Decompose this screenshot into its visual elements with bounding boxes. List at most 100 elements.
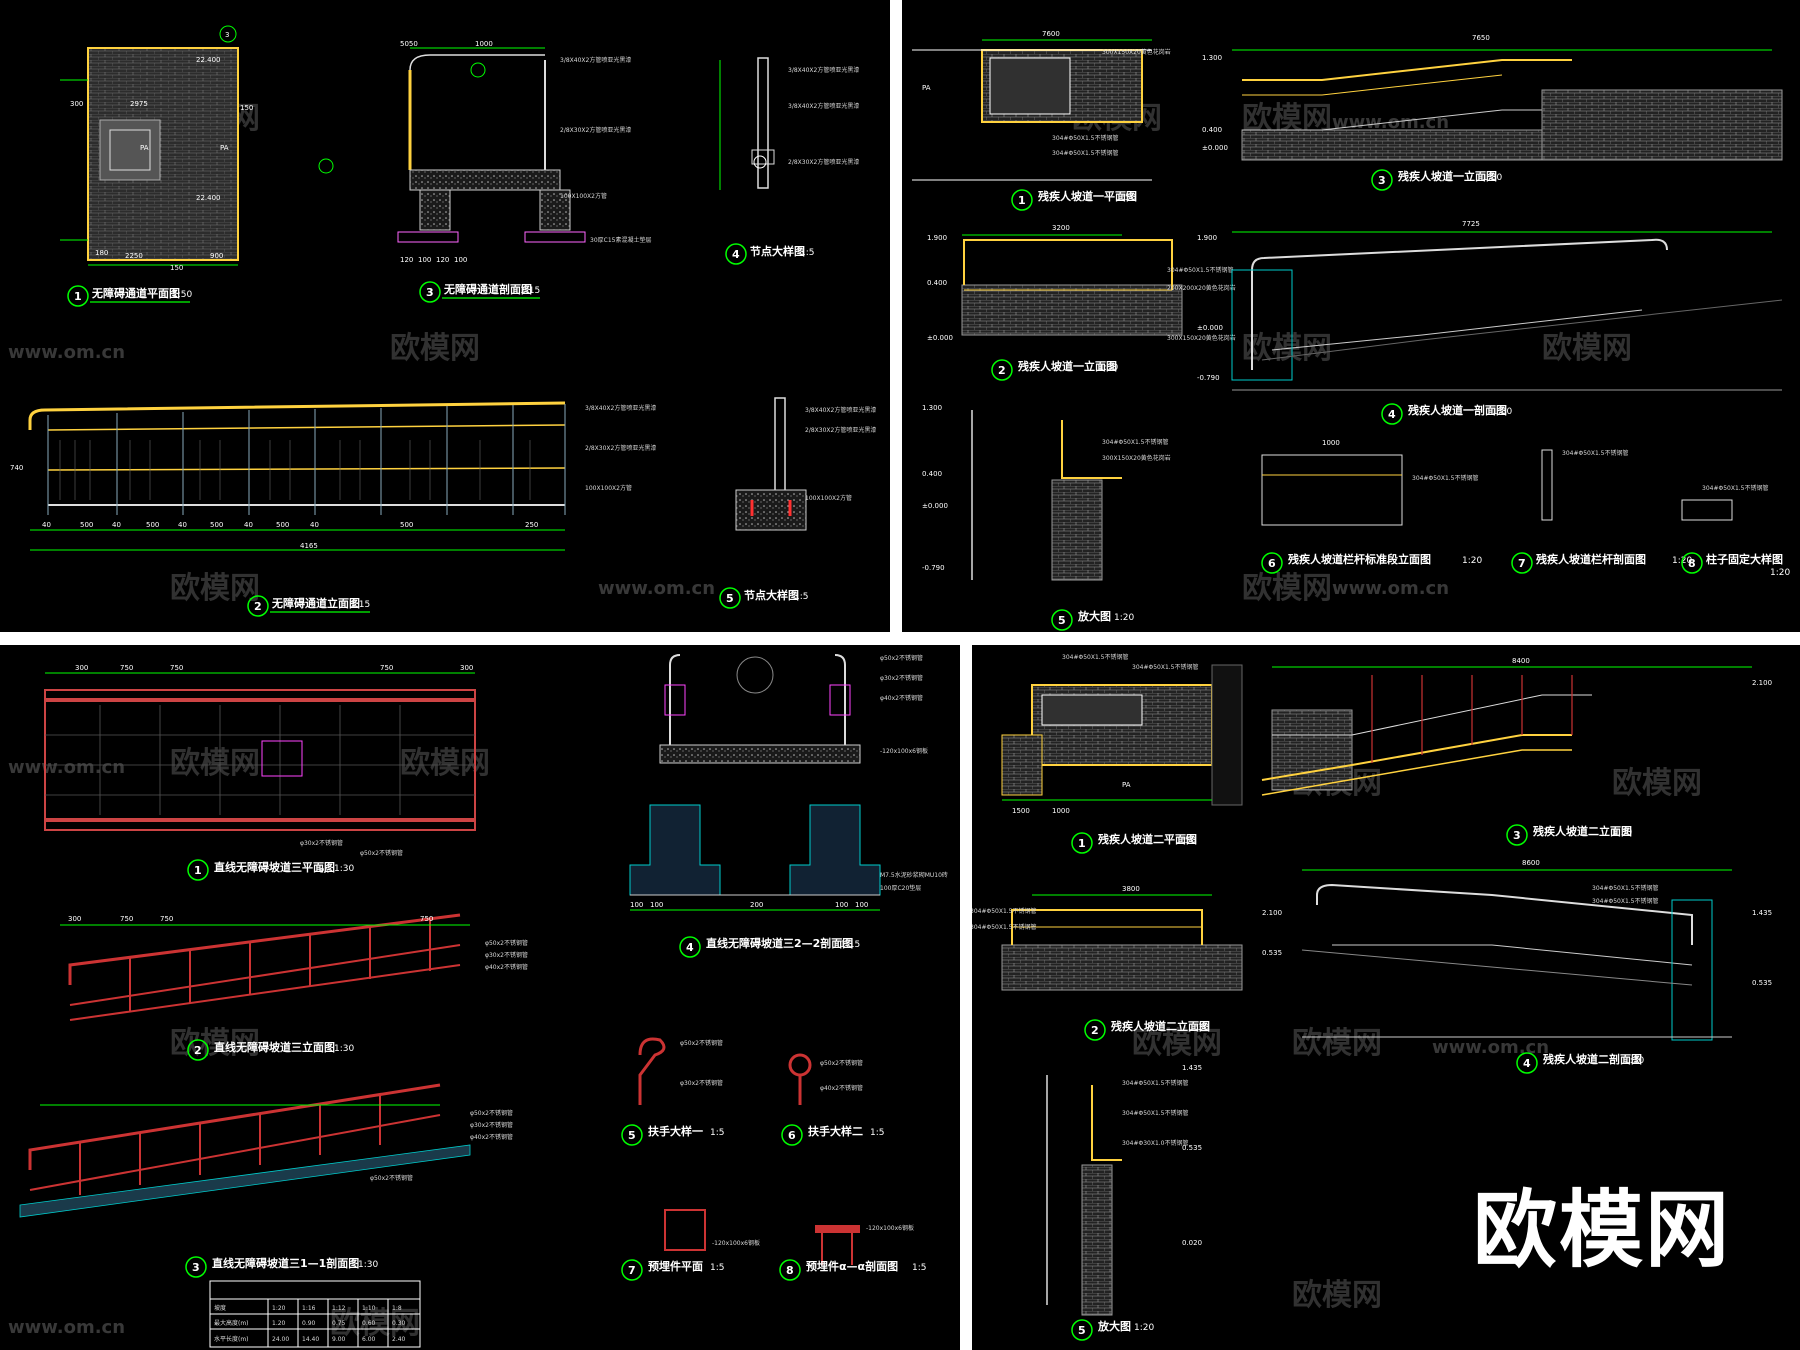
svg-text:500: 500 [146, 521, 159, 529]
svg-text:φ50x2不锈钢管: φ50x2不锈钢管 [360, 849, 403, 857]
svg-text:0.535: 0.535 [1182, 1144, 1202, 1152]
svg-text:3: 3 [426, 286, 434, 299]
svg-text:3/8X40X2方管喷亚光黑漆: 3/8X40X2方管喷亚光黑漆 [585, 404, 656, 412]
svg-text:100X100X2方管: 100X100X2方管 [560, 192, 607, 200]
node-detail-4-title: 4 节点大样图 1:5 [725, 243, 814, 265]
svg-text:180: 180 [95, 249, 108, 257]
svg-text:2: 2 [998, 364, 1006, 377]
svg-text:0.60: 0.60 [362, 1320, 376, 1327]
drawing-sheet-ramp-two: 欧模网 欧模网 欧模网 欧模网 欧模网 www.om.cn 1500 1000 … [972, 645, 1800, 1350]
svg-text:304#Φ50X1.5不锈钢管: 304#Φ50X1.5不锈钢管 [1132, 663, 1199, 671]
svg-text:100厚C20垫层: 100厚C20垫层 [880, 884, 921, 892]
svg-text:750: 750 [120, 915, 133, 923]
svg-text:5: 5 [726, 592, 734, 605]
watermark: 欧模网 [170, 571, 260, 606]
watermark: 欧模网 [400, 746, 490, 781]
drawing-sheet-accessible-passage: 欧模网 欧模网 欧模网 www.om.cn www.om.cn PA PA 29… [0, 0, 890, 632]
svg-text:5050: 5050 [400, 40, 418, 48]
svg-text:1.435: 1.435 [1752, 909, 1772, 917]
svg-text:0.400: 0.400 [922, 470, 942, 478]
svg-text:水平长度(m): 水平长度(m) [214, 1335, 249, 1343]
svg-text:30厚C15素混凝土垫层: 30厚C15素混凝土垫层 [590, 236, 651, 244]
svg-text:±0.000: ±0.000 [1197, 324, 1223, 332]
watermark: 欧模网 [1242, 571, 1332, 606]
slope-table: 坡度 1:20 1:16 1:12 1:10 1:8 最大高度(m) 1.20 … [209, 1280, 421, 1348]
watermark-url: www.om.cn [1332, 578, 1449, 599]
svg-text:14.40: 14.40 [302, 1336, 319, 1343]
svg-text:φ30x2不锈钢管: φ30x2不锈钢管 [680, 1079, 723, 1087]
svg-text:残疾人坡道栏杆标准段立面图: 残疾人坡道栏杆标准段立面图 [1288, 552, 1431, 566]
sheet-1-drawing: 欧模网 欧模网 欧模网 www.om.cn www.om.cn PA PA 29… [8, 25, 876, 617]
watermark: 欧模网 [1542, 331, 1632, 366]
svg-text:1:30: 1:30 [358, 1260, 378, 1270]
svg-text:φ30x2不锈钢管: φ30x2不锈钢管 [470, 1121, 513, 1129]
svg-text:2975: 2975 [130, 100, 148, 108]
svg-text:120: 120 [436, 256, 449, 264]
svg-text:0.30: 0.30 [392, 1320, 406, 1327]
svg-text:φ40x2不锈钢管: φ40x2不锈钢管 [880, 694, 923, 702]
svg-text:放大图: 放大图 [1077, 609, 1111, 623]
svg-text:4: 4 [732, 248, 740, 261]
sheet-3-drawing: 欧模网 欧模网 欧模网 欧模网 www.om.cn www.om.cn 300 … [8, 654, 948, 1348]
svg-text:无障碍通道平面图: 无障碍通道平面图 [91, 286, 180, 300]
ramp-detail-5: 304#Φ50X1.5不锈钢管 300X150X20黄色花岗岩 1.300 0.… [922, 404, 1171, 581]
svg-text:2.40: 2.40 [392, 1336, 406, 1343]
svg-text:±0.000: ±0.000 [927, 334, 953, 342]
straight-ramp-section-1-1: φ50x2不锈钢管 φ50x2不锈钢管 φ30x2不锈钢管 φ40x2不锈钢管 [19, 1083, 513, 1218]
svg-text:1:8: 1:8 [392, 1305, 402, 1312]
svg-text:节点大样图: 节点大样图 [750, 244, 805, 258]
node-detail-5-title: 5 节点大样图 1:5 [719, 587, 808, 609]
svg-text:无障碍通道立面图: 无障碍通道立面图 [271, 596, 360, 610]
drawing-sheet-ramp-one: 欧模网 欧模网 欧模网 欧模网 欧模网 www.om.cn www.om.cn … [902, 0, 1800, 632]
svg-text:7: 7 [1518, 557, 1526, 570]
elevation-view: 40 500 40 500 40 500 40 500 40 500 250 4… [10, 401, 656, 551]
svg-text:残疾人坡道一立面图: 残疾人坡道一立面图 [1398, 169, 1497, 183]
svg-text:预埋件α—α剖面图: 预埋件α—α剖面图 [806, 1259, 898, 1273]
svg-text:1: 1 [1078, 837, 1086, 850]
brand-watermark: 欧模网 [1473, 1181, 1732, 1279]
svg-text:3800: 3800 [1122, 885, 1140, 893]
svg-text:300: 300 [70, 100, 83, 108]
ramp-detail-5-title: 5 放大图 1:20 [1051, 609, 1134, 631]
drawing-sheet-straight-ramp-three: 欧模网 欧模网 欧模网 欧模网 www.om.cn www.om.cn 300 … [0, 645, 960, 1350]
svg-text:±0.000: ±0.000 [1202, 144, 1228, 152]
svg-text:304#Φ50X1.5不锈钢管: 304#Φ50X1.5不锈钢管 [972, 923, 1037, 931]
svg-text:300X150X20黄色花岗岩: 300X150X20黄色花岗岩 [1102, 454, 1171, 462]
ramp-plan-title: 1 残疾人坡道一平面图 1:50 [1011, 189, 1137, 211]
svg-text:304#Φ50X1.5不锈钢管: 304#Φ50X1.5不锈钢管 [1167, 266, 1234, 274]
svg-text:4165: 4165 [300, 542, 318, 550]
ramp-two-elevation-2: 3800 304#Φ50X1.5不锈钢管 304#Φ50X1.5不锈钢管 2.1… [972, 885, 1282, 991]
svg-text:1.300: 1.300 [922, 404, 942, 412]
svg-text:PA: PA [220, 144, 229, 152]
straight-ramp-section-2-2: φ50x2不锈钢管 φ30x2不锈钢管 φ40x2不锈钢管 -120x100x6… [629, 654, 948, 911]
svg-text:1.300: 1.300 [1202, 54, 1222, 62]
svg-text:1:50: 1:50 [172, 290, 192, 300]
svg-text:5: 5 [628, 1129, 636, 1142]
ramp-elevation-2: 3200 304#Φ50X1.5不锈钢管 200X200X20黄色花岗岩 300… [927, 224, 1236, 342]
svg-text:2.100: 2.100 [1752, 679, 1772, 687]
svg-text:2.100: 2.100 [1262, 909, 1282, 917]
svg-text:200X200X20黄色花岗岩: 200X200X20黄色花岗岩 [1167, 284, 1236, 292]
svg-text:250: 250 [525, 521, 538, 529]
svg-text:1:5: 1:5 [710, 1263, 724, 1273]
svg-text:PA: PA [140, 144, 149, 152]
watermark: 欧模网 [1292, 1278, 1382, 1313]
svg-text:304#Φ50X1.5不锈钢管: 304#Φ50X1.5不锈钢管 [1122, 1079, 1189, 1087]
svg-text:304#Φ50X1.5不锈钢管: 304#Φ50X1.5不锈钢管 [1062, 653, 1129, 661]
svg-text:残疾人坡道二平面图: 残疾人坡道二平面图 [1098, 832, 1197, 846]
watermark-url: www.om.cn [8, 757, 125, 778]
svg-text:2/8X30X2方管喷亚光黑漆: 2/8X30X2方管喷亚光黑漆 [805, 426, 876, 434]
svg-text:1:20: 1:20 [1462, 556, 1482, 566]
svg-text:100: 100 [418, 256, 431, 264]
svg-text:3: 3 [192, 1261, 200, 1274]
svg-text:±0.000: ±0.000 [922, 502, 948, 510]
svg-text:3: 3 [225, 31, 229, 39]
svg-text:柱子固定大样图: 柱子固定大样图 [1706, 552, 1783, 566]
svg-text:3/8X40X2方管喷亚光黑漆: 3/8X40X2方管喷亚光黑漆 [560, 56, 631, 64]
svg-text:放大图: 放大图 [1097, 1319, 1131, 1333]
svg-text:8: 8 [786, 1264, 794, 1277]
section-view-title: 3 无障碍通道剖面图 1:15 [419, 281, 540, 303]
svg-text:100: 100 [650, 901, 663, 909]
embedded-part-detail: -120x100x6钢板 -120x100x6钢板 [664, 1209, 914, 1265]
svg-text:1:30: 1:30 [334, 864, 354, 874]
